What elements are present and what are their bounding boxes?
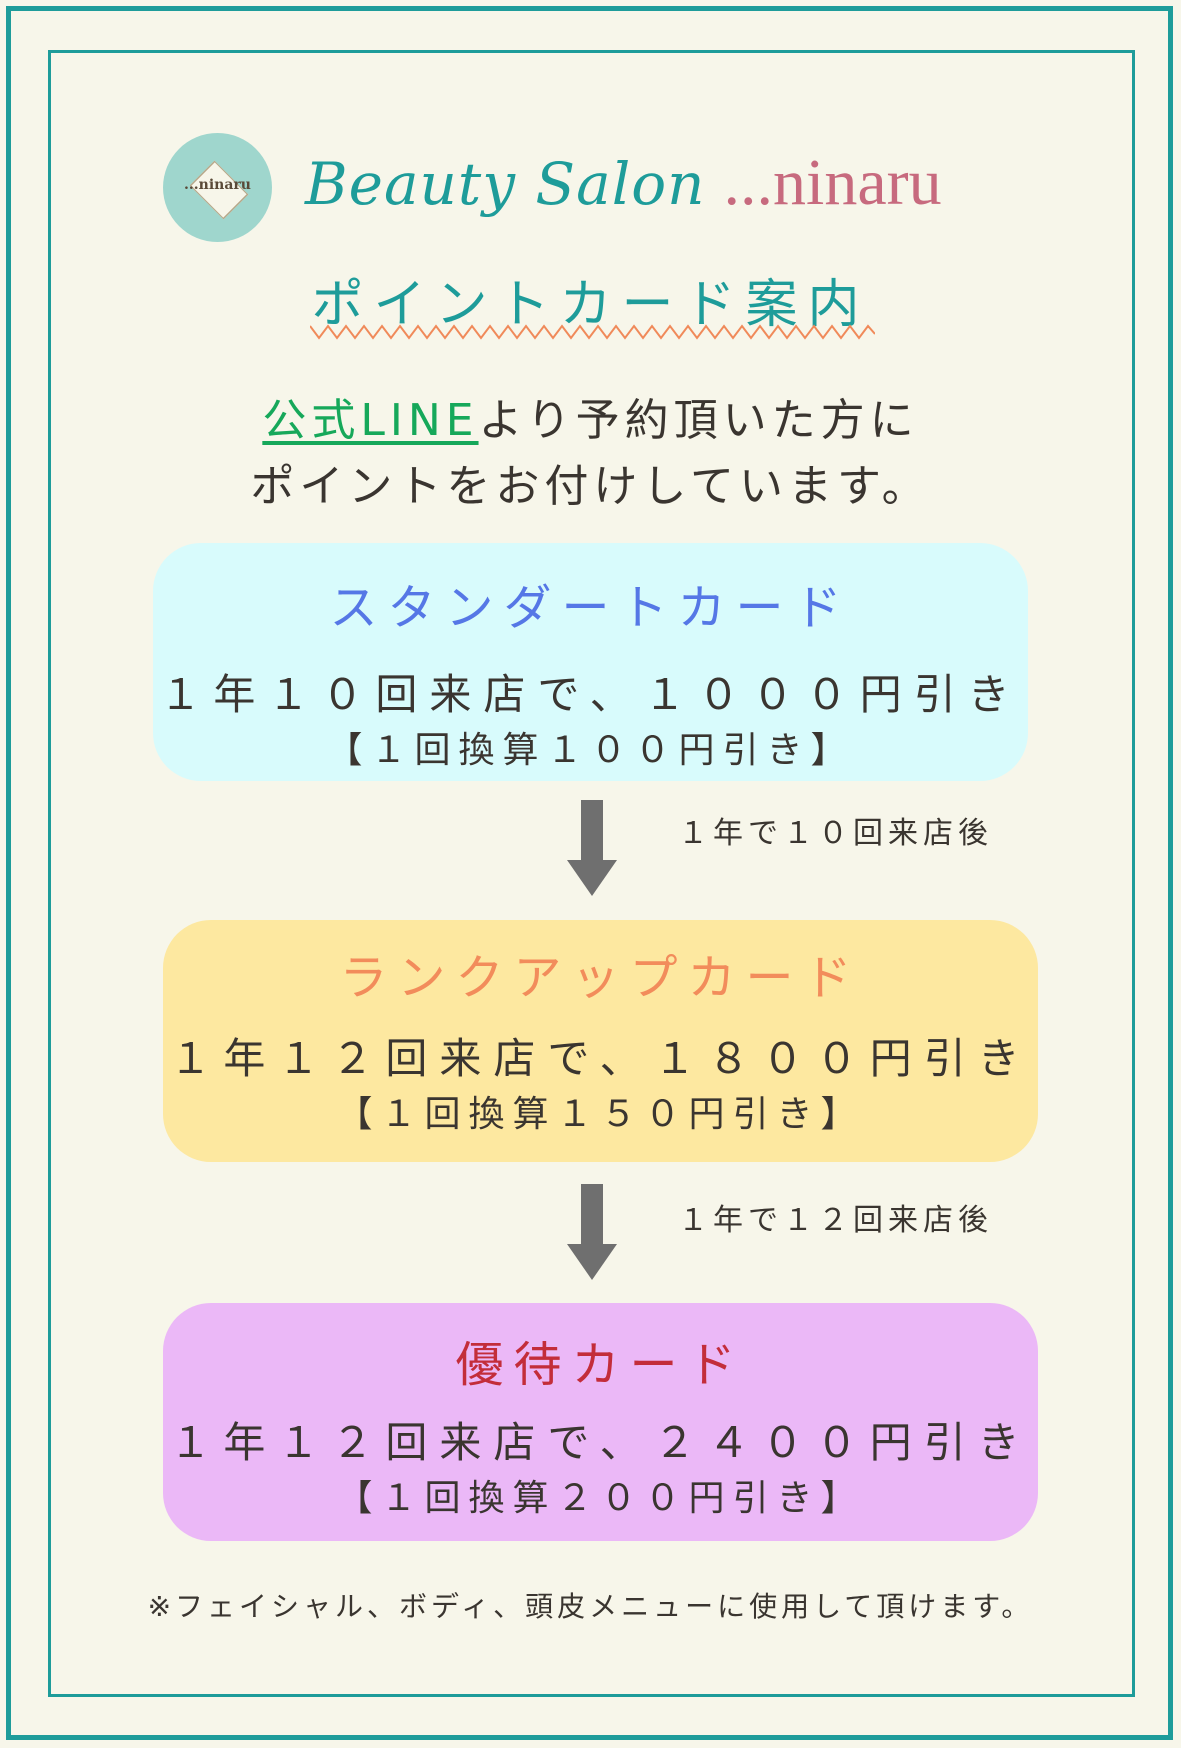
outer-frame	[6, 6, 1173, 1740]
card-title: スタンダートカード	[329, 580, 852, 636]
brand-heading: Beauty Salon...ninaru	[305, 145, 942, 221]
intro-line-2: ポイントをお付けしています。	[250, 461, 931, 512]
inner-frame	[48, 50, 1135, 1697]
vip-card: 優待カード １年１２回来店で、２４００円引き 【１回換算２００円引き】	[163, 1303, 1038, 1541]
page-title: ポイントカード案内	[311, 275, 870, 335]
rankup-card: ランクアップカード １年１２回来店で、１８００円引き 【１回換算１５０円引き】	[163, 920, 1038, 1162]
official-line-link[interactable]: 公式LINE	[262, 395, 479, 446]
logo-text: ...ninaru	[184, 177, 251, 193]
card-title: 優待カード	[455, 1337, 746, 1393]
brand-script-text: Beauty Salon	[305, 150, 706, 218]
card-main-text: １年１２回来店で、２４００円引き	[169, 1418, 1032, 1467]
down-arrow-icon	[567, 1184, 617, 1280]
intro-text: 公式LINEより予約頂いた方に ポイントをお付けしています。	[0, 388, 1181, 520]
card-sub-text: 【１回換算２００円引き】	[336, 1478, 865, 1519]
footnote: ※フェイシャル、ボディ、頭皮メニューに使用して頂けます。	[147, 1590, 1034, 1623]
brand-name-text: ...ninaru	[723, 146, 942, 219]
intro-line-1: 公式LINEより予約頂いた方に	[0, 388, 1181, 454]
card-sub-text: 【１回換算１５０円引き】	[336, 1094, 865, 1135]
card-title: ランクアップカード	[339, 950, 862, 1006]
card-main-text: １年１２回来店で、１８００円引き	[169, 1034, 1032, 1083]
down-arrow-icon	[567, 800, 617, 896]
salon-logo: ...ninaru	[163, 133, 272, 242]
intro-line-1-rest: より予約頂いた方に	[478, 395, 919, 446]
standard-card: スタンダートカード １年１０回来店で、１０００円引き 【１回換算１００円引き】	[153, 543, 1028, 781]
card-sub-text: 【１回換算１００円引き】	[326, 730, 855, 771]
card-main-text: １年１０回来店で、１０００円引き	[159, 670, 1022, 719]
arrow-note: １年で１０回来店後	[678, 816, 993, 851]
arrow-note: １年で１２回来店後	[678, 1203, 993, 1238]
title-zigzag-underline	[310, 324, 875, 340]
